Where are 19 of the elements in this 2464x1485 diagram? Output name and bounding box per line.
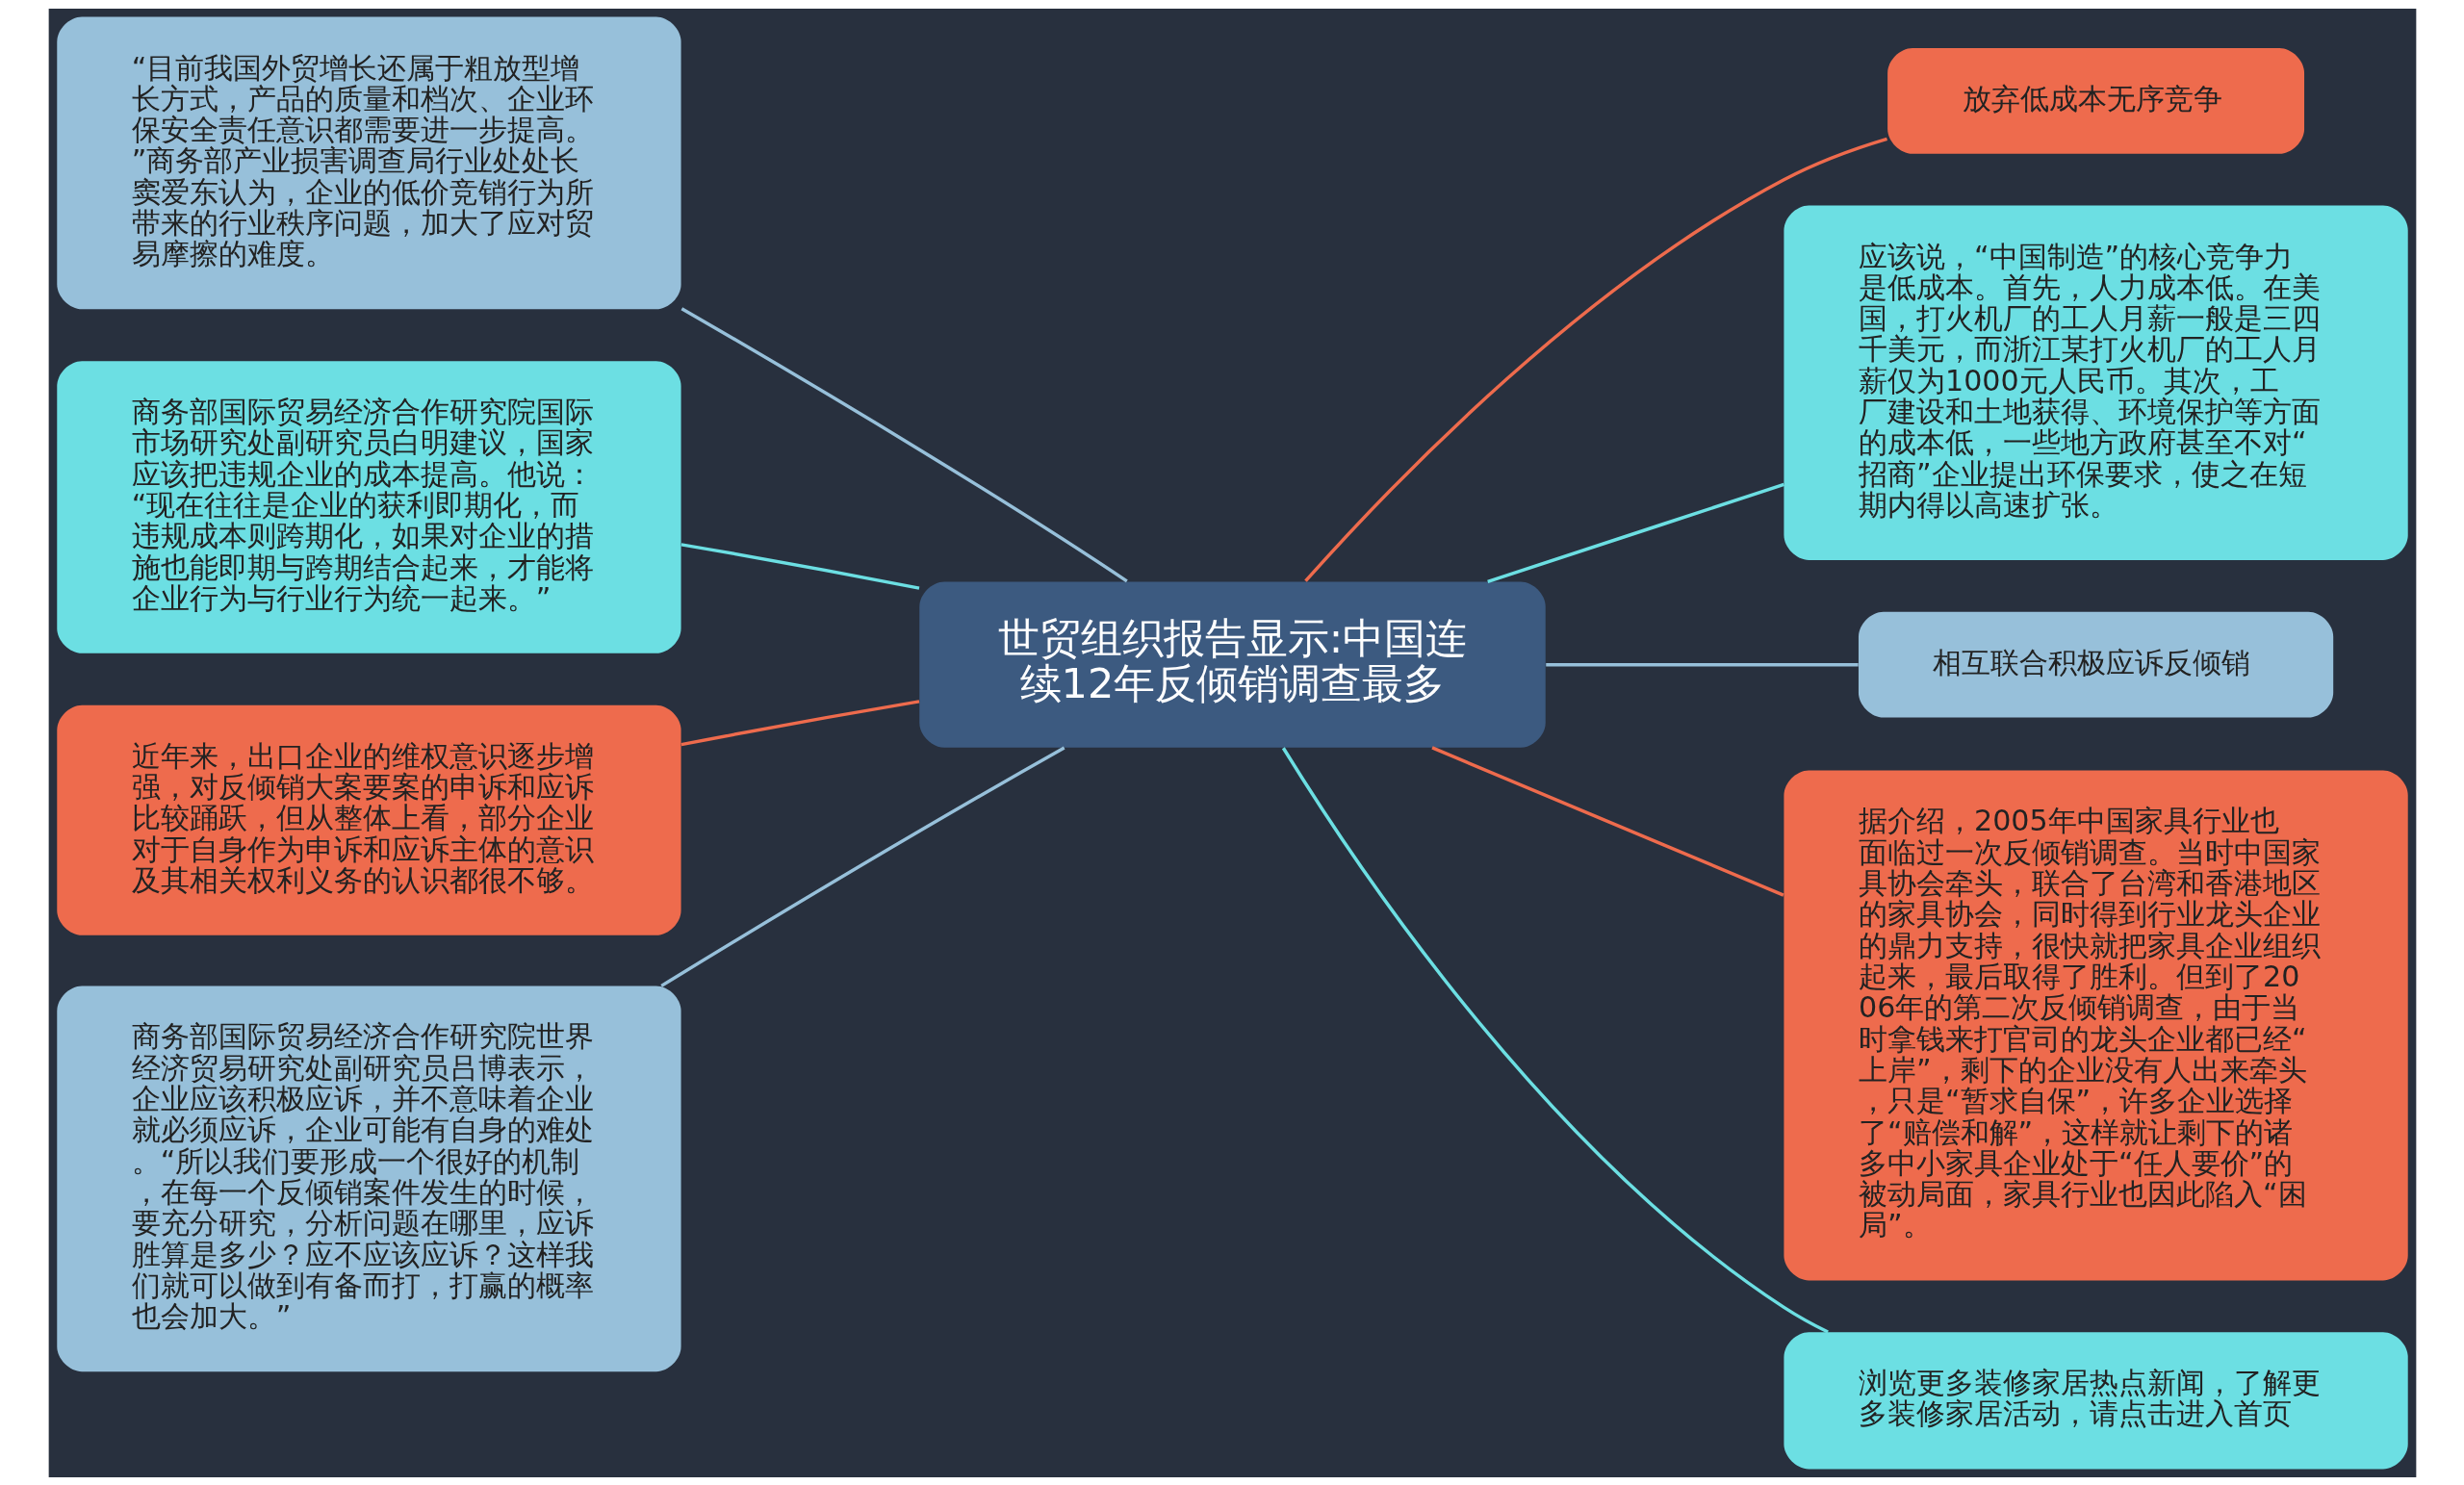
connector <box>680 306 1128 582</box>
node-box: 商务部国际贸易经济合作研究院国际市场研究处副研究员白明建议，国家应该把违规企业的成本提高。他说：“现在往往是企业的获利即期化，而违规成本则跨期化，如果对企业的措施也能即期与跨期结合起来，才能将企业行为与行业行为统一起来。” <box>56 360 681 653</box>
node-box: “目前我国外贸增长还属于粗放型增长方式，产品的质量和档次、企业环保安全责任意识都需要进一步提高。”商务部产业损害调查局行业处处长窦爱东认为，企业的低价竞销行为所带来的行业秩序问题，加大了应对贸易摩擦的难度。 <box>56 16 681 309</box>
node-box: 相互联合积极应诉反倾销 <box>1858 611 2333 718</box>
connector <box>1545 662 1859 666</box>
connector <box>1430 745 1784 897</box>
node-box: 商务部国际贸易经济合作研究院世界经济贸易研究处副研究员吕博表示，企业应该积极应诉，并不意味着企业就必须应诉，企业可能有自身的难处。“所以我们要形成一个很好的机制，在每一个反倾销案件发生的时候，要充分研究，分析问题在哪里，应诉胜算是多少？应不应该应诉？这样我们就可以做到有备而打，打赢的概率也会加大。” <box>56 986 681 1371</box>
node-box: 世贸组织报告显示:中国连续12年反倾销调查最多 <box>918 581 1546 748</box>
node-box: 浏览更多装修家居热点新闻，了解更多装修家居活动，请点击进入首页 <box>1783 1331 2408 1469</box>
node-box: 应该说，“中国制造”的核心竞争力是低成本。首先，人力成本低。在美国，打火机厂的工人月薪一般是三四千美元，而浙江某打火机厂的工人月薪仅为1000元人民币。其次，工厂建设和土地获得、环境保护等方面的成本低，一些地方政府甚至不对“招商”企业提出环保要求，使之在短期内得以高速扩张。 <box>1783 205 2408 560</box>
node-box: 放弃低成本无序竞争 <box>1886 47 2304 154</box>
connector <box>1281 746 1829 1334</box>
connector <box>680 542 919 590</box>
node-box: 据介绍，2005年中国家具行业也面临过一次反倾销调查。当时中国家具协会牵头，联合了台湾和香港地区的家具协会，同时得到行业龙头企业的鼎力支持，很快就把家具企业组织起来，最后取得了胜利。但到了2006年的第二次反倾销调查，由于当时拿钱来打官司的龙头企业都已经“上岸”，剩下的企业没有人出来牵头，只是“暂求自保”，许多企业选择了“赔偿和解”，这样就让剩下的诸多中小家具企业处于“任人要价”的被动局面，家具行业也因此陷入“困局”。 <box>1783 770 2408 1280</box>
connector <box>680 699 919 746</box>
connector <box>659 745 1065 987</box>
node-box: 近年来，出口企业的维权意识逐步增强，对反倾销大案要案的申诉和应诉比较踊跃，但从整体上看，部分企业对于自身作为申诉和应诉主体的意识及其相关权利义务的认识都很不够。 <box>56 704 681 935</box>
connector <box>1486 482 1784 583</box>
connector <box>1303 137 1887 582</box>
